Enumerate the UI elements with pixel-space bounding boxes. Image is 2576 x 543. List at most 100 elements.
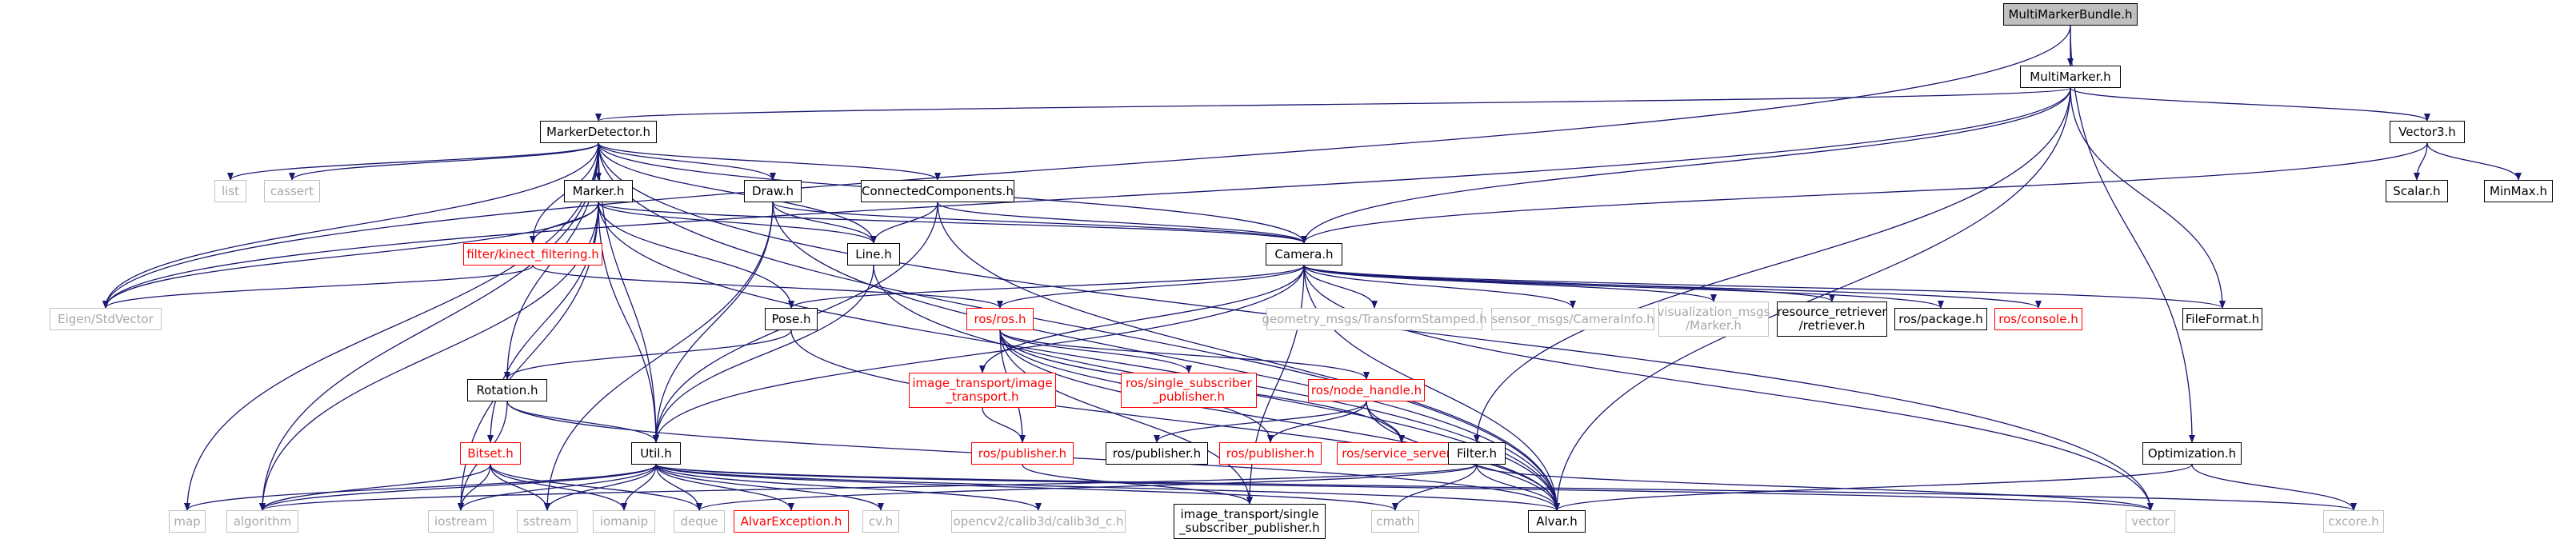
edge-marker-to-line [598,202,877,244]
node-label: ros/publisher.h [1226,445,1315,461]
node-label: ros/publisher.h [1112,445,1202,461]
node-label: opencv2/calib3d/calib3d_c.h [953,513,1124,529]
node-pose[interactable]: Pose.h [765,308,818,330]
node-imgtransport[interactable]: image_transport/image_transport.h [909,373,1056,408]
edge-draw-to-util [653,202,774,443]
node-camera[interactable]: Camera.h [1266,243,1342,266]
node-cxcore: cxcore.h [2323,510,2384,533]
node-label: Pose.h [771,311,811,326]
node-rospackage[interactable]: ros/package.h [1894,308,1987,330]
node-filterkinect[interactable]: filter/kinect_filtering.h [463,243,602,266]
edge-util-to-alvarexc [655,464,794,511]
node-rospub3[interactable]: ros/publisher.h [1219,442,1322,465]
node-label: sensor_msgs/CameraInfo.h [1491,311,1654,326]
node-label: _transport.h [946,389,1019,404]
edge-line-to-util [653,265,874,443]
node-filter[interactable]: Filter.h [1448,442,1506,465]
node-fileformat[interactable]: FileFormat.h [2182,308,2262,330]
edge-nodehandle-to-rospub3 [1267,401,1367,443]
node-util[interactable]: Util.h [631,442,681,465]
node-label: Vector3.h [2398,124,2456,139]
node-rosconsole[interactable]: ros/console.h [1994,308,2082,330]
node-draw[interactable]: Draw.h [744,180,802,202]
node-label: _publisher.h [1153,389,1225,404]
node-label: Util.h [640,445,672,461]
node-label: ros/package.h [1898,311,1983,326]
node-label: iostream [434,513,487,529]
node-scalar[interactable]: Scalar.h [2386,180,2448,202]
edge-camera-to-geom [1303,265,1378,309]
edge-pose-to-alvar [790,329,1560,511]
node-multimarker[interactable]: MultiMarker.h [2020,66,2121,88]
node-rospub1[interactable]: ros/publisher.h [971,442,1074,465]
edge-optimization-to-cxcore [2191,464,2357,511]
edge-bitset-to-algorithm [259,464,491,511]
node-label: /Marker.h [1686,318,1742,333]
edge-marker-to-camera [598,202,1307,244]
edge-vector3-to-minmax [2426,142,2522,181]
node-label: list [221,183,240,198]
node-label: Optimization.h [2147,445,2237,461]
edge-util-to-alvar [655,464,1560,511]
node-nodehandle[interactable]: ros/node_handle.h [1308,379,1425,401]
node-label: image_transport/single [1180,507,1319,521]
node-singlesub[interactable]: ros/single_subscriber_publisher.h [1121,373,1257,408]
node-label: algorithm [233,513,292,529]
edge-draw-to-camera [772,202,1307,244]
node-label: vector [2131,513,2170,529]
node-alvarexc[interactable]: AlvarException.h [734,510,849,533]
node-rosros[interactable]: ros/ros.h [966,308,1034,330]
node-bitset[interactable]: Bitset.h [460,442,521,465]
node-vector3[interactable]: Vector3.h [2390,121,2465,143]
edge-markerdetector-to-map [184,142,599,511]
node-markerdetector[interactable]: MarkerDetector.h [540,121,657,143]
node-label: ros/publisher.h [978,445,1067,461]
node-label: map [174,513,201,529]
node-label: Scalar.h [2393,183,2441,198]
node-map: map [169,510,206,533]
node-imgsingle[interactable]: image_transport/single_subscriber_publis… [1174,504,1326,539]
node-label: Rotation.h [476,382,538,397]
edge-util-to-algorithm [259,464,657,511]
edge-vector3-to-camera [1301,142,2428,244]
node-marker[interactable]: Marker.h [564,180,633,202]
node-alvar[interactable]: Alvar.h [1528,510,1586,533]
edge-camera-to-util [653,265,1305,443]
node-line[interactable]: Line.h [847,243,900,266]
node-rotation[interactable]: Rotation.h [467,379,547,401]
node-multimarkerbundle[interactable]: MultiMarkerBundle.h [2003,3,2138,26]
edge-util-to-cmath [655,464,1398,511]
edge-pose-to-rotation [504,329,792,380]
node-sstream: sstream [517,510,578,533]
node-label: image_transport/image [912,376,1053,390]
node-minmax[interactable]: MinMax.h [2484,180,2553,202]
node-servicesrv[interactable]: ros/service_server.h [1337,442,1466,465]
edge-util-to-vector [655,464,2154,511]
node-rospub2[interactable]: ros/publisher.h [1106,442,1208,465]
node-label: /retriever.h [1798,318,1866,333]
edge-rosros-to-imgsingle [999,329,1253,505]
edge-markerdetector-to-alvar [598,142,1560,511]
edge-imgtransport-to-rospub1 [982,407,1026,443]
edge-util-to-iomanip [621,464,657,511]
edge-optimization-to-alvar [1554,464,2193,511]
edge-marker-to-filterkinect [530,202,599,244]
node-label: Filter.h [1456,445,1498,461]
edge-markerdetector-to-cassert [289,142,599,181]
edge-rosros-to-nodehandle [999,329,1370,380]
edge-connectedcomponents-to-alvar [937,202,1560,511]
node-optimization[interactable]: Optimization.h [2142,442,2242,465]
node-resretr[interactable]: resource_retriever/retriever.h [1777,301,1887,337]
node-label: ConnectedComponents.h [862,183,1014,198]
edge-camera-to-pose [788,265,1305,309]
edge-multimarker-to-camera [1301,87,2071,244]
node-cmath: cmath [1371,510,1419,533]
edge-util-to-cvh [655,464,884,511]
edge-camera-to-fileformat [1303,265,2226,309]
node-label: filter/kinect_filtering.h [466,246,599,262]
edge-marker-to-util [598,202,659,443]
node-connectedcomponents[interactable]: ConnectedComponents.h [861,180,1014,202]
edge-nodehandle-to-rospub2 [1154,401,1367,443]
node-label: cxcore.h [2328,513,2379,529]
